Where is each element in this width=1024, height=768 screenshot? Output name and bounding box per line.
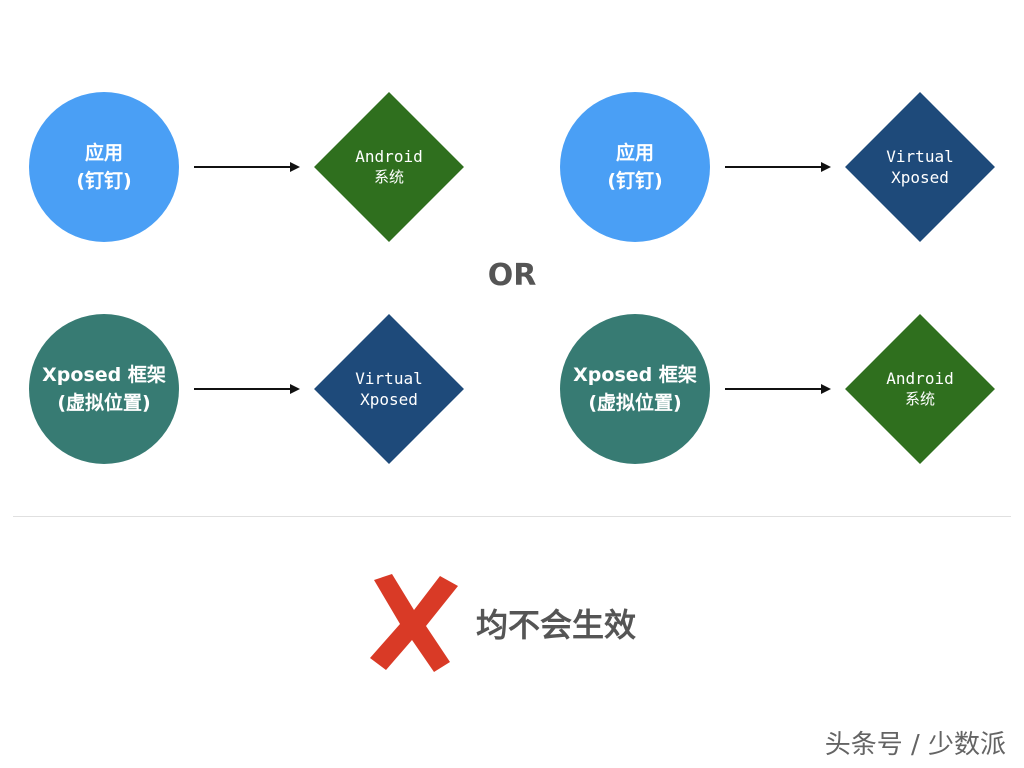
node-label-line2: (钉钉)	[76, 170, 132, 192]
android-system-node: Android 系统	[314, 92, 464, 242]
node-label-line1: Virtual	[355, 369, 423, 388]
diamond-label: Virtual Xposed	[845, 92, 995, 242]
app-dingtalk-node: 应用 (钉钉)	[29, 92, 179, 242]
node-label-line2: (虚拟位置)	[57, 392, 151, 414]
watermark: 头条号 / 少数派	[824, 730, 1006, 760]
node-label-line2: Xposed	[891, 168, 949, 187]
virtual-xposed-node: Virtual Xposed	[314, 314, 464, 464]
xposed-framework-node: Xposed 框架 (虚拟位置)	[29, 314, 179, 464]
xposed-framework-node: Xposed 框架 (虚拟位置)	[560, 314, 710, 464]
node-label-line1: Xposed 框架	[42, 364, 166, 386]
node-label-line2: 系统	[373, 168, 404, 186]
node-label-line1: Android	[886, 369, 954, 388]
node-label-line2: 系统	[904, 390, 935, 408]
arrow-right-icon	[194, 384, 300, 394]
node-label-line1: Virtual	[886, 147, 954, 166]
diamond-label: Android 系统	[845, 314, 995, 464]
diamond-label: Virtual Xposed	[314, 314, 464, 464]
cross-mark-icon	[370, 574, 458, 672]
node-label-line1: 应用	[84, 142, 123, 164]
node-label-line2: Xposed	[360, 390, 418, 409]
arrow-right-icon	[725, 162, 831, 172]
node-label-line1: Android	[355, 147, 423, 166]
virtual-xposed-node: Virtual Xposed	[845, 92, 995, 242]
result-text: 均不会生效	[476, 606, 637, 644]
section-divider	[13, 516, 1011, 517]
node-label-line1: Xposed 框架	[573, 364, 697, 386]
node-label-line2: (钉钉)	[607, 170, 663, 192]
node-label-line1: 应用	[615, 142, 654, 164]
or-label: OR	[487, 258, 537, 293]
diamond-label: Android 系统	[314, 92, 464, 242]
android-system-node: Android 系统	[845, 314, 995, 464]
node-label-line2: (虚拟位置)	[588, 392, 682, 414]
app-dingtalk-node: 应用 (钉钉)	[560, 92, 710, 242]
arrow-right-icon	[194, 162, 300, 172]
arrow-right-icon	[725, 384, 831, 394]
